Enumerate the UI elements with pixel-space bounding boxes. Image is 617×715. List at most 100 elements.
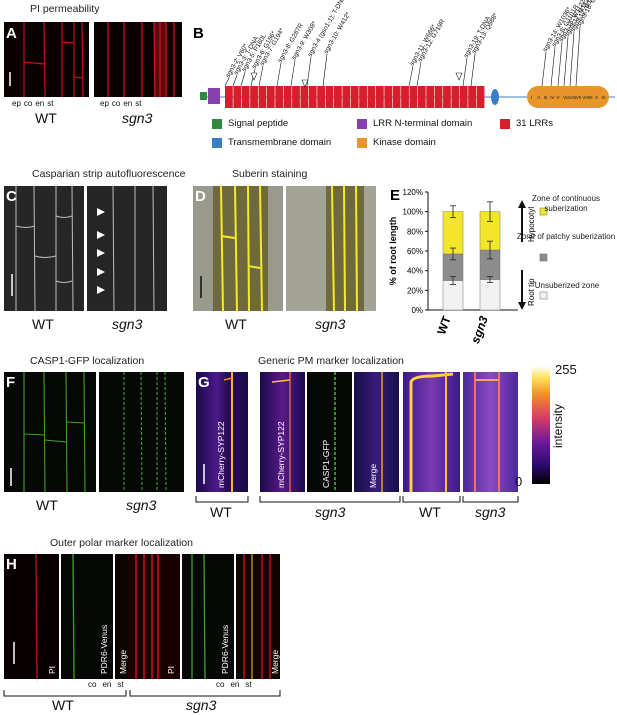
panel-a-label: A <box>6 25 17 42</box>
panel-d-caption-sgn3: sgn3 <box>315 316 346 332</box>
y-tick-label: 20% <box>407 286 423 295</box>
legend-lrr-nterm: LRR N-terminal domain <box>357 118 472 129</box>
g-strip-label-2: mCherry-SYP122 <box>276 421 286 488</box>
panel-g-sgn3-strip1: mCherry-SYP122 <box>260 372 305 492</box>
hypocotyl-label: Hypocotyl <box>527 207 536 242</box>
kinase-subdomain-label: VIa <box>563 95 570 100</box>
lrr-repeat <box>367 86 376 108</box>
lrr-repeat <box>266 86 275 108</box>
panel-c-label: C <box>6 188 17 205</box>
lrr-repeat <box>241 86 250 108</box>
lrr-repeat <box>401 86 409 108</box>
panel-g-sgn3-strip2: CASP1-GFP <box>307 372 352 492</box>
root-tip-arrowhead <box>518 302 526 310</box>
mutation-line <box>408 65 414 87</box>
g-strip-label-4: Merge <box>368 463 378 488</box>
lrr-repeat <box>384 86 393 108</box>
legend-lrrs: 31 LRRs <box>500 118 553 129</box>
bar-segment <box>479 279 501 311</box>
lrr-repeat <box>275 86 284 108</box>
panel-g-caption-sgn3: sgn3 <box>315 504 346 520</box>
bar-segment <box>442 211 464 255</box>
panel-f-caption-wt: WT <box>36 497 58 513</box>
kinase-subdomain-label: XI <box>601 95 605 100</box>
y-tick-label: 80% <box>407 227 423 236</box>
h-strip-label-5: PDR6-Venus <box>220 624 230 674</box>
category-label: sgn3 <box>468 314 491 345</box>
panel-f-label: F <box>6 374 16 391</box>
panel-d-sgn3-image <box>286 186 376 311</box>
root-tip-label: Root tip <box>527 278 536 306</box>
lrr-repeat <box>459 86 468 108</box>
mutation-line <box>462 57 468 87</box>
lrr-repeat <box>359 86 367 108</box>
y-tick-label: 0% <box>411 306 423 315</box>
panel-h-wt-pi: H PI <box>4 554 59 679</box>
legend-swatch <box>539 291 548 300</box>
panel-a-sgn3-image <box>94 22 182 97</box>
lrr-repeat <box>476 86 485 108</box>
lrr-repeat <box>409 86 418 108</box>
legend-unsuberized: Unsuberized zone <box>534 281 600 290</box>
panel-a-caption-wt: WT <box>35 110 57 126</box>
colorbar-min: 0 <box>515 474 523 489</box>
panel-c-sgn3-image <box>87 186 167 311</box>
mutation-line <box>541 51 547 87</box>
panel-h-caption-wt: WT <box>52 697 74 713</box>
panel-e-label: E <box>390 187 401 204</box>
panel-g-caption-sgn3-heat: sgn3 <box>475 504 506 520</box>
mutation-line <box>550 46 556 87</box>
panel-d-label: D <box>195 188 206 205</box>
h-strip-label-6: Merge <box>270 649 280 674</box>
lrr-repeat <box>468 86 477 108</box>
panel-g-wt-heatmap <box>403 372 460 492</box>
panel-g-sgn3-strip3: Merge <box>354 372 399 492</box>
panel-h-wt-pdr6: PDR6-Venus <box>61 554 113 679</box>
panel-h-sgn3-pi: PI <box>128 554 180 679</box>
panel-g-label: G <box>198 374 210 391</box>
panel-g-brackets <box>195 496 519 503</box>
mutation-line <box>416 61 422 87</box>
panel-f-wt-image: F <box>4 372 96 492</box>
lrr-repeat <box>225 86 233 108</box>
panel-b-legend: Signal peptide LRR N-terminal domain 31 … <box>212 118 612 154</box>
mutation-line <box>322 53 328 87</box>
panel-h-sgn3-merge: Merge <box>236 554 280 679</box>
panel-d-caption-wt: WT <box>225 316 247 332</box>
lrr-repeat <box>233 86 242 108</box>
panel-h-brackets <box>3 690 281 697</box>
panel-g-sgn3-heatmap <box>463 372 518 492</box>
lrr-repeat <box>317 86 326 108</box>
panel-h-caption-sgn3: sgn3 <box>186 697 217 713</box>
lrr-repeat <box>292 86 300 108</box>
mutation-line <box>470 53 476 87</box>
lrr-repeat <box>325 86 334 108</box>
panel-c-caption-wt: WT <box>32 316 54 332</box>
mutation-line <box>575 26 581 87</box>
lrr-repeat <box>300 86 309 108</box>
y-axis-label: % of root length <box>388 217 398 286</box>
y-tick-label: 120% <box>403 188 423 197</box>
y-tick-label: 60% <box>407 247 423 256</box>
legend-continuous: Zone of continuous suberization <box>531 194 601 213</box>
panel-h-wt-merge-wide: Merge <box>115 554 130 679</box>
kinase-subdomain-label: V <box>557 95 560 100</box>
mutation-line <box>232 74 238 87</box>
lrr-repeat <box>392 86 401 108</box>
mutation-line <box>276 62 282 87</box>
mutation-line <box>258 65 264 87</box>
colorbar-max: 255 <box>555 362 577 377</box>
panel-h-title: Outer polar marker localization <box>50 537 193 549</box>
h-strip-label-3: Merge <box>118 649 128 674</box>
panel-g-caption-wt: WT <box>210 504 232 520</box>
lrr-repeat <box>308 86 317 108</box>
legend-kinase: Kinase domain <box>357 137 436 148</box>
lrr-repeat <box>375 86 384 108</box>
lrr-repeat <box>283 86 292 108</box>
legend-tm: Transmembrane domain <box>212 137 331 148</box>
hypocotyl-arrowhead <box>518 200 526 208</box>
category-label: WT <box>434 314 454 337</box>
